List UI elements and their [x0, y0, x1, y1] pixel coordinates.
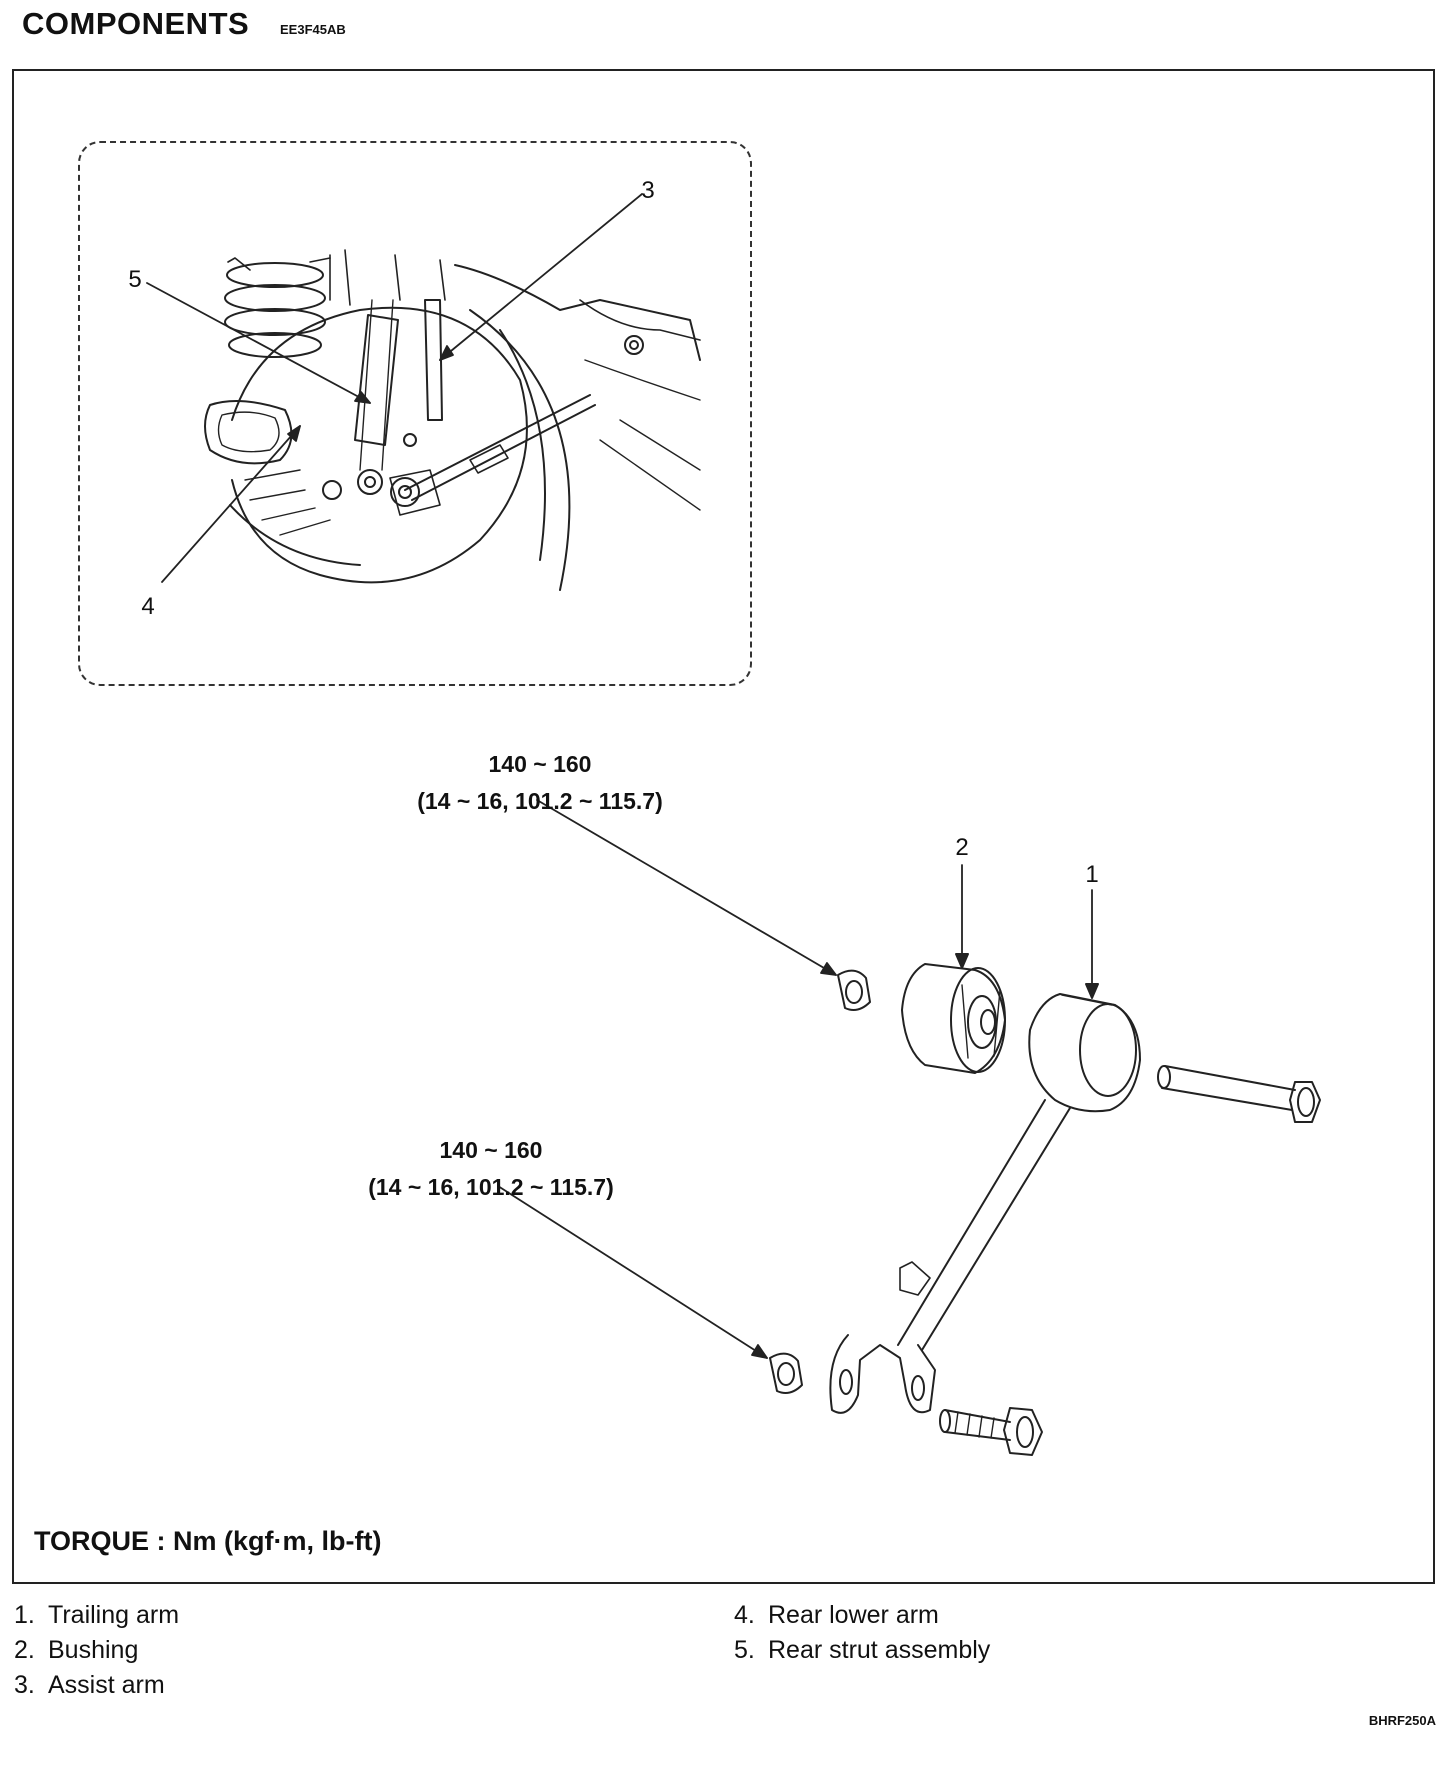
legend-item: 4.Rear lower arm — [734, 1601, 939, 1629]
vehicle-inset-frame — [78, 141, 752, 686]
short-bolt — [939, 1407, 1043, 1456]
callout-2: 2 — [955, 834, 968, 861]
torque-spec-lower-sub: (14 ~ 16, 101.2 ~ 115.7) — [368, 1174, 614, 1200]
inset-leaders — [146, 193, 643, 583]
legend-item: 2.Bushing — [14, 1636, 139, 1664]
page-title: COMPONENTS — [22, 6, 250, 41]
torque-units-label: TORQUE : Nm (kgf·m, lb-ft) — [34, 1526, 382, 1556]
lower-nut — [769, 1352, 803, 1394]
callout-1: 1 — [1085, 861, 1098, 888]
torque-spec-upper: 140 ~ 160 (14 ~ 16, 101.2 ~ 115.7) — [365, 746, 715, 820]
long-bolt — [1157, 1065, 1321, 1123]
legend-item: 5.Rear strut assembly — [734, 1636, 991, 1664]
callout-3: 3 — [641, 177, 654, 204]
callout-5: 5 — [128, 266, 141, 293]
upper-nut — [837, 969, 871, 1011]
torque-spec-upper-value: 140 ~ 160 — [488, 751, 592, 777]
torque-spec-upper-sub: (14 ~ 16, 101.2 ~ 115.7) — [417, 788, 663, 814]
trailing-arm — [829, 993, 1141, 1414]
legend-item: 1.Trailing arm — [14, 1601, 180, 1629]
legend-right: 4.Rear lower arm 5.Rear strut assembly — [734, 1598, 990, 1668]
torque-leaders — [497, 799, 837, 1359]
bushing — [901, 963, 1006, 1074]
callout-4: 4 — [141, 593, 154, 620]
torque-spec-lower: 140 ~ 160 (14 ~ 16, 101.2 ~ 115.7) — [316, 1132, 666, 1206]
legend-item: 3.Assist arm — [14, 1671, 165, 1699]
section-code: EE3F45AB — [280, 22, 346, 37]
diagram-frame — [12, 69, 1435, 1584]
legend-left: 1.Trailing arm 2.Bushing 3.Assist arm — [14, 1598, 179, 1703]
torque-spec-lower-value: 140 ~ 160 — [439, 1137, 543, 1163]
figure-code: BHRF250A — [1368, 1713, 1436, 1728]
inset-vehicle-view — [204, 249, 701, 591]
